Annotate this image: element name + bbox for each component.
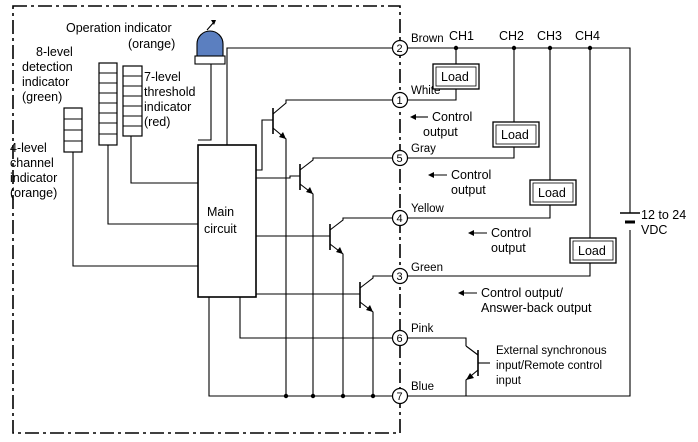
wire-label-green: Green: [411, 262, 443, 274]
channel-indicator-label-2: channel: [10, 156, 54, 170]
detection-indicator-label-1: 8-level: [36, 45, 73, 59]
svg-text:6: 6: [397, 333, 403, 345]
load-label-ch2: Load: [501, 128, 529, 142]
dc-supply-icon: [620, 212, 640, 224]
load-box-ch2: [492, 121, 540, 148]
threshold-indicator-label-4: (red): [144, 115, 170, 129]
wire-label-gray: Gray: [411, 143, 436, 155]
control-output-2-label-1: Control: [451, 168, 491, 182]
wire-label-yellow: Yellow: [411, 203, 445, 215]
control-output-3-label-1: Control: [491, 226, 531, 240]
control-output-1-label-1: Control: [432, 110, 472, 124]
operation-indicator-icon: [194, 20, 226, 65]
channel-label-ch2: CH2: [499, 29, 524, 43]
terminal-pin-1: 1: [391, 91, 409, 109]
channel-indicator-label-4: (orange): [10, 186, 57, 200]
svg-text:3: 3: [397, 271, 403, 283]
svg-text:1: 1: [397, 95, 403, 107]
channel-label-ch3: CH3: [537, 29, 562, 43]
svg-text:7: 7: [397, 391, 403, 403]
arrow-icon: [468, 230, 487, 236]
threshold-indicator-label-1: 7-level: [144, 70, 181, 84]
detection-indicator-label-2: detection: [22, 60, 73, 74]
channel-indicator-bar: [63, 107, 83, 153]
ext-input-label-1: External synchronous: [496, 345, 607, 357]
arrow-icon: [428, 172, 447, 178]
ext-input-label-2: input/Remote control: [496, 360, 602, 372]
terminal-pin-6: 6: [391, 329, 409, 347]
svg-text:2: 2: [397, 43, 403, 55]
terminal-pin-2: 2: [391, 39, 409, 57]
channel-label-ch4: CH4: [575, 29, 600, 43]
operation-indicator-color: (orange): [128, 37, 175, 51]
terminal-pin-7: 7: [391, 387, 409, 405]
load-label-ch3: Load: [538, 186, 566, 200]
wire-label-pink: Pink: [411, 323, 434, 335]
channel-label-ch1: CH1: [449, 29, 474, 43]
control-output-2-label-2: output: [451, 183, 486, 197]
detection-indicator-label-4: (green): [22, 90, 62, 104]
threshold-indicator-label-2: threshold: [144, 85, 195, 99]
control-output-3-label-2: output: [491, 241, 526, 255]
wire-label-brown: Brown: [411, 33, 444, 45]
threshold-indicator-bar: [122, 65, 143, 137]
svg-text:4: 4: [397, 213, 403, 225]
green-output-label-1: Control output/: [481, 286, 564, 300]
load-box-ch1: [432, 63, 480, 90]
ext-input-label-3: input: [496, 375, 522, 387]
supply-voltage-label-1: 12 to 24: [641, 208, 686, 222]
main-circuit-label-2: circuit: [204, 222, 237, 236]
load-label-ch1: Load: [441, 70, 469, 84]
supply-voltage-label-2: VDC: [641, 223, 667, 237]
control-output-1-label-2: output: [423, 125, 458, 139]
svg-text:5: 5: [397, 153, 403, 165]
detection-indicator-label-3: indicator: [22, 75, 69, 89]
arrow-icon: [410, 114, 428, 120]
load-box-ch3: [529, 179, 577, 206]
arrow-icon: [458, 290, 477, 296]
threshold-indicator-label-3: indicator: [144, 100, 191, 114]
load-box-ch4: [569, 237, 617, 264]
main-circuit-label-1: Main: [207, 205, 234, 219]
terminal-pin-3: 3: [391, 267, 409, 285]
channel-indicator-label-3: indicator: [10, 171, 57, 185]
operation-indicator-label: Operation indicator: [66, 21, 172, 35]
green-output-label-2: Answer-back output: [481, 301, 592, 315]
terminal-pin-5: 5: [391, 149, 409, 167]
wire-label-blue: Blue: [411, 381, 434, 393]
detection-indicator-bar: [98, 62, 118, 146]
load-label-ch4: Load: [578, 244, 606, 258]
terminal-pin-4: 4: [391, 209, 409, 227]
main-circuit-block: [197, 144, 257, 298]
channel-indicator-label-1: 4-level: [10, 141, 47, 155]
